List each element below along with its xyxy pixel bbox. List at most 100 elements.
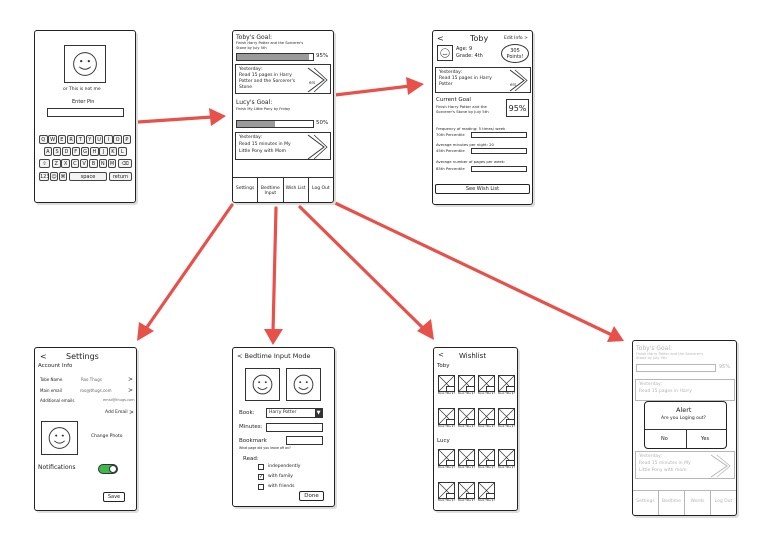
- keyboard-key[interactable]: X: [61, 159, 70, 168]
- keyboard-key[interactable]: Q: [39, 135, 48, 144]
- minutes-input[interactable]: [266, 423, 323, 432]
- tab-log-out[interactable]: Log Out: [312, 186, 330, 191]
- bought-tag: [506, 386, 515, 392]
- back-button[interactable]: <: [40, 352, 47, 361]
- main-email-value[interactable]: roo@thugs.com: [80, 388, 112, 393]
- tab-settings[interactable]: Settings: [233, 178, 259, 202]
- bg-percent: 95%: [719, 364, 731, 370]
- keyboard-key[interactable]: W: [48, 135, 57, 144]
- keyboard-key[interactable]: E: [57, 135, 67, 144]
- wishlist-book-item[interactable]: [478, 375, 495, 392]
- change-photo-link[interactable]: Change Photo: [91, 434, 123, 439]
- read-label: Read:: [243, 456, 259, 462]
- yesterday-card-toby[interactable]: Yesterday: Read 15 pages in Harry Potter…: [235, 64, 331, 94]
- keyboard-key[interactable]: S: [52, 147, 62, 156]
- checkbox-with-friends[interactable]: [258, 484, 264, 490]
- add-email-link[interactable]: Add Email: [105, 410, 128, 415]
- keyboard-key[interactable]: ⇧: [39, 159, 50, 168]
- user-avatar[interactable]: [64, 45, 106, 83]
- bg-tab: Words: [685, 491, 711, 515]
- keyboard-key[interactable]: V: [79, 159, 89, 168]
- alert-yes-button[interactable]: Yes: [701, 436, 710, 442]
- book-caption: Book Title $7: [458, 392, 475, 395]
- arrow-login-to-dashboard: [136, 115, 214, 124]
- keyboard-key[interactable]: K: [108, 147, 118, 156]
- chevron-right-icon[interactable]: >: [128, 387, 134, 394]
- wishlist-book-item[interactable]: [458, 408, 475, 425]
- keyboard-key[interactable]: space: [69, 172, 107, 181]
- keyboard-key[interactable]: P: [122, 135, 132, 144]
- wishlist-book-item[interactable]: [458, 482, 475, 499]
- wishlist-book-item[interactable]: [438, 449, 455, 466]
- keyboard-key[interactable]: Y: [85, 135, 94, 144]
- child-avatar-toby[interactable]: [245, 368, 280, 401]
- keyboard-key[interactable]: 123: [39, 172, 50, 181]
- bought-tag: [446, 386, 455, 392]
- keyboard-key[interactable]: M: [107, 159, 117, 168]
- alert-title: Alert: [676, 406, 692, 414]
- keyboard-key[interactable]: D: [62, 147, 71, 156]
- wishlist-book-item[interactable]: [438, 482, 455, 499]
- wishlist-book-item[interactable]: [458, 449, 475, 466]
- keyboard-key[interactable]: B: [89, 159, 98, 168]
- wishlist-book-item[interactable]: [478, 449, 495, 466]
- yesterday-card-lucy[interactable]: Yesterday: Read 15 minutes in My Little …: [235, 132, 331, 160]
- book-select[interactable]: Harry Potter ▼: [266, 408, 323, 418]
- pin-input[interactable]: [47, 108, 124, 117]
- keyboard-key[interactable]: return: [109, 172, 132, 181]
- checkbox-with-family[interactable]: ✓: [258, 474, 264, 480]
- keyboard-key[interactable]: Z: [52, 159, 61, 168]
- bg-tab: Settings: [633, 491, 659, 515]
- wishlist-book-item[interactable]: [478, 482, 495, 499]
- save-button[interactable]: Save: [103, 492, 125, 502]
- keyboard-key[interactable]: J: [99, 147, 108, 156]
- keyboard-key[interactable]: G: [80, 147, 90, 156]
- additional-emails-value[interactable]: email@thugs.com: [103, 398, 135, 402]
- yesterday-card[interactable]: Yesterday: Read 15 pages in Harry Potter…: [435, 67, 531, 93]
- bedtime-title: < Bedtime Input Mode: [237, 352, 311, 360]
- keyboard-key[interactable]: C: [70, 159, 80, 168]
- keyboard-key[interactable]: T: [76, 135, 85, 144]
- goal2-title: Lucy's Goal:: [236, 99, 273, 106]
- name-value[interactable]: Roo Thugs: [81, 377, 102, 382]
- keyboard-key[interactable]: ⌘: [59, 172, 67, 181]
- alert-no-button[interactable]: No: [661, 436, 668, 442]
- chevron-right-icon[interactable]: >: [128, 376, 134, 383]
- tab-bedtime-input[interactable]: Bedtime Input: [258, 178, 284, 202]
- see-wish-list-button[interactable]: See Wish List: [435, 184, 530, 194]
- wishlist-book-item[interactable]: [498, 375, 515, 392]
- keyboard-key[interactable]: L: [118, 147, 127, 156]
- wishlist-book-item[interactable]: [438, 375, 455, 392]
- wishlist-book-item[interactable]: [498, 408, 515, 425]
- chevron-right-icon[interactable]: >: [129, 409, 135, 416]
- child-avatar-lucy[interactable]: [286, 368, 321, 401]
- tab-wish-list[interactable]: Wish List: [284, 178, 309, 202]
- keyboard-key[interactable]: A: [43, 147, 53, 156]
- wishlist-book-item[interactable]: [498, 449, 515, 466]
- done-button[interactable]: Done: [299, 491, 324, 501]
- notifications-toggle[interactable]: [98, 464, 118, 474]
- back-button[interactable]: <: [438, 351, 444, 359]
- bookmark-input[interactable]: [286, 436, 323, 445]
- wishlist-book-item[interactable]: [478, 408, 495, 425]
- edit-info-link[interactable]: Edit Info >: [504, 36, 528, 41]
- keyboard-key[interactable]: F: [71, 147, 80, 156]
- goal2-desc: Finish My Little Pony by Friday: [236, 107, 291, 111]
- wishlist-book-item[interactable]: [438, 408, 455, 425]
- keyboard-key[interactable]: H: [90, 147, 99, 156]
- wishlist-book-item[interactable]: [458, 375, 475, 392]
- keyboard-key[interactable]: N: [98, 159, 107, 168]
- book-caption: Book Title $7: [438, 425, 455, 428]
- checkbox-independently[interactable]: [258, 464, 264, 470]
- keyboard-key[interactable]: I: [104, 135, 113, 144]
- keyboard-key[interactable]: U: [94, 135, 104, 144]
- keyboard-key[interactable]: O: [113, 135, 122, 144]
- not-me-link[interactable]: or This is not me: [63, 87, 101, 92]
- keyboard-key[interactable]: ⌫: [118, 159, 132, 168]
- back-button[interactable]: <: [437, 34, 444, 43]
- alert-message: Are you Loging out?: [661, 416, 706, 421]
- bought-tag: [486, 493, 495, 499]
- book-caption: Book Title $7: [478, 499, 495, 502]
- keyboard-key[interactable]: R: [66, 135, 76, 144]
- keyboard-key[interactable]: ☺: [50, 172, 58, 181]
